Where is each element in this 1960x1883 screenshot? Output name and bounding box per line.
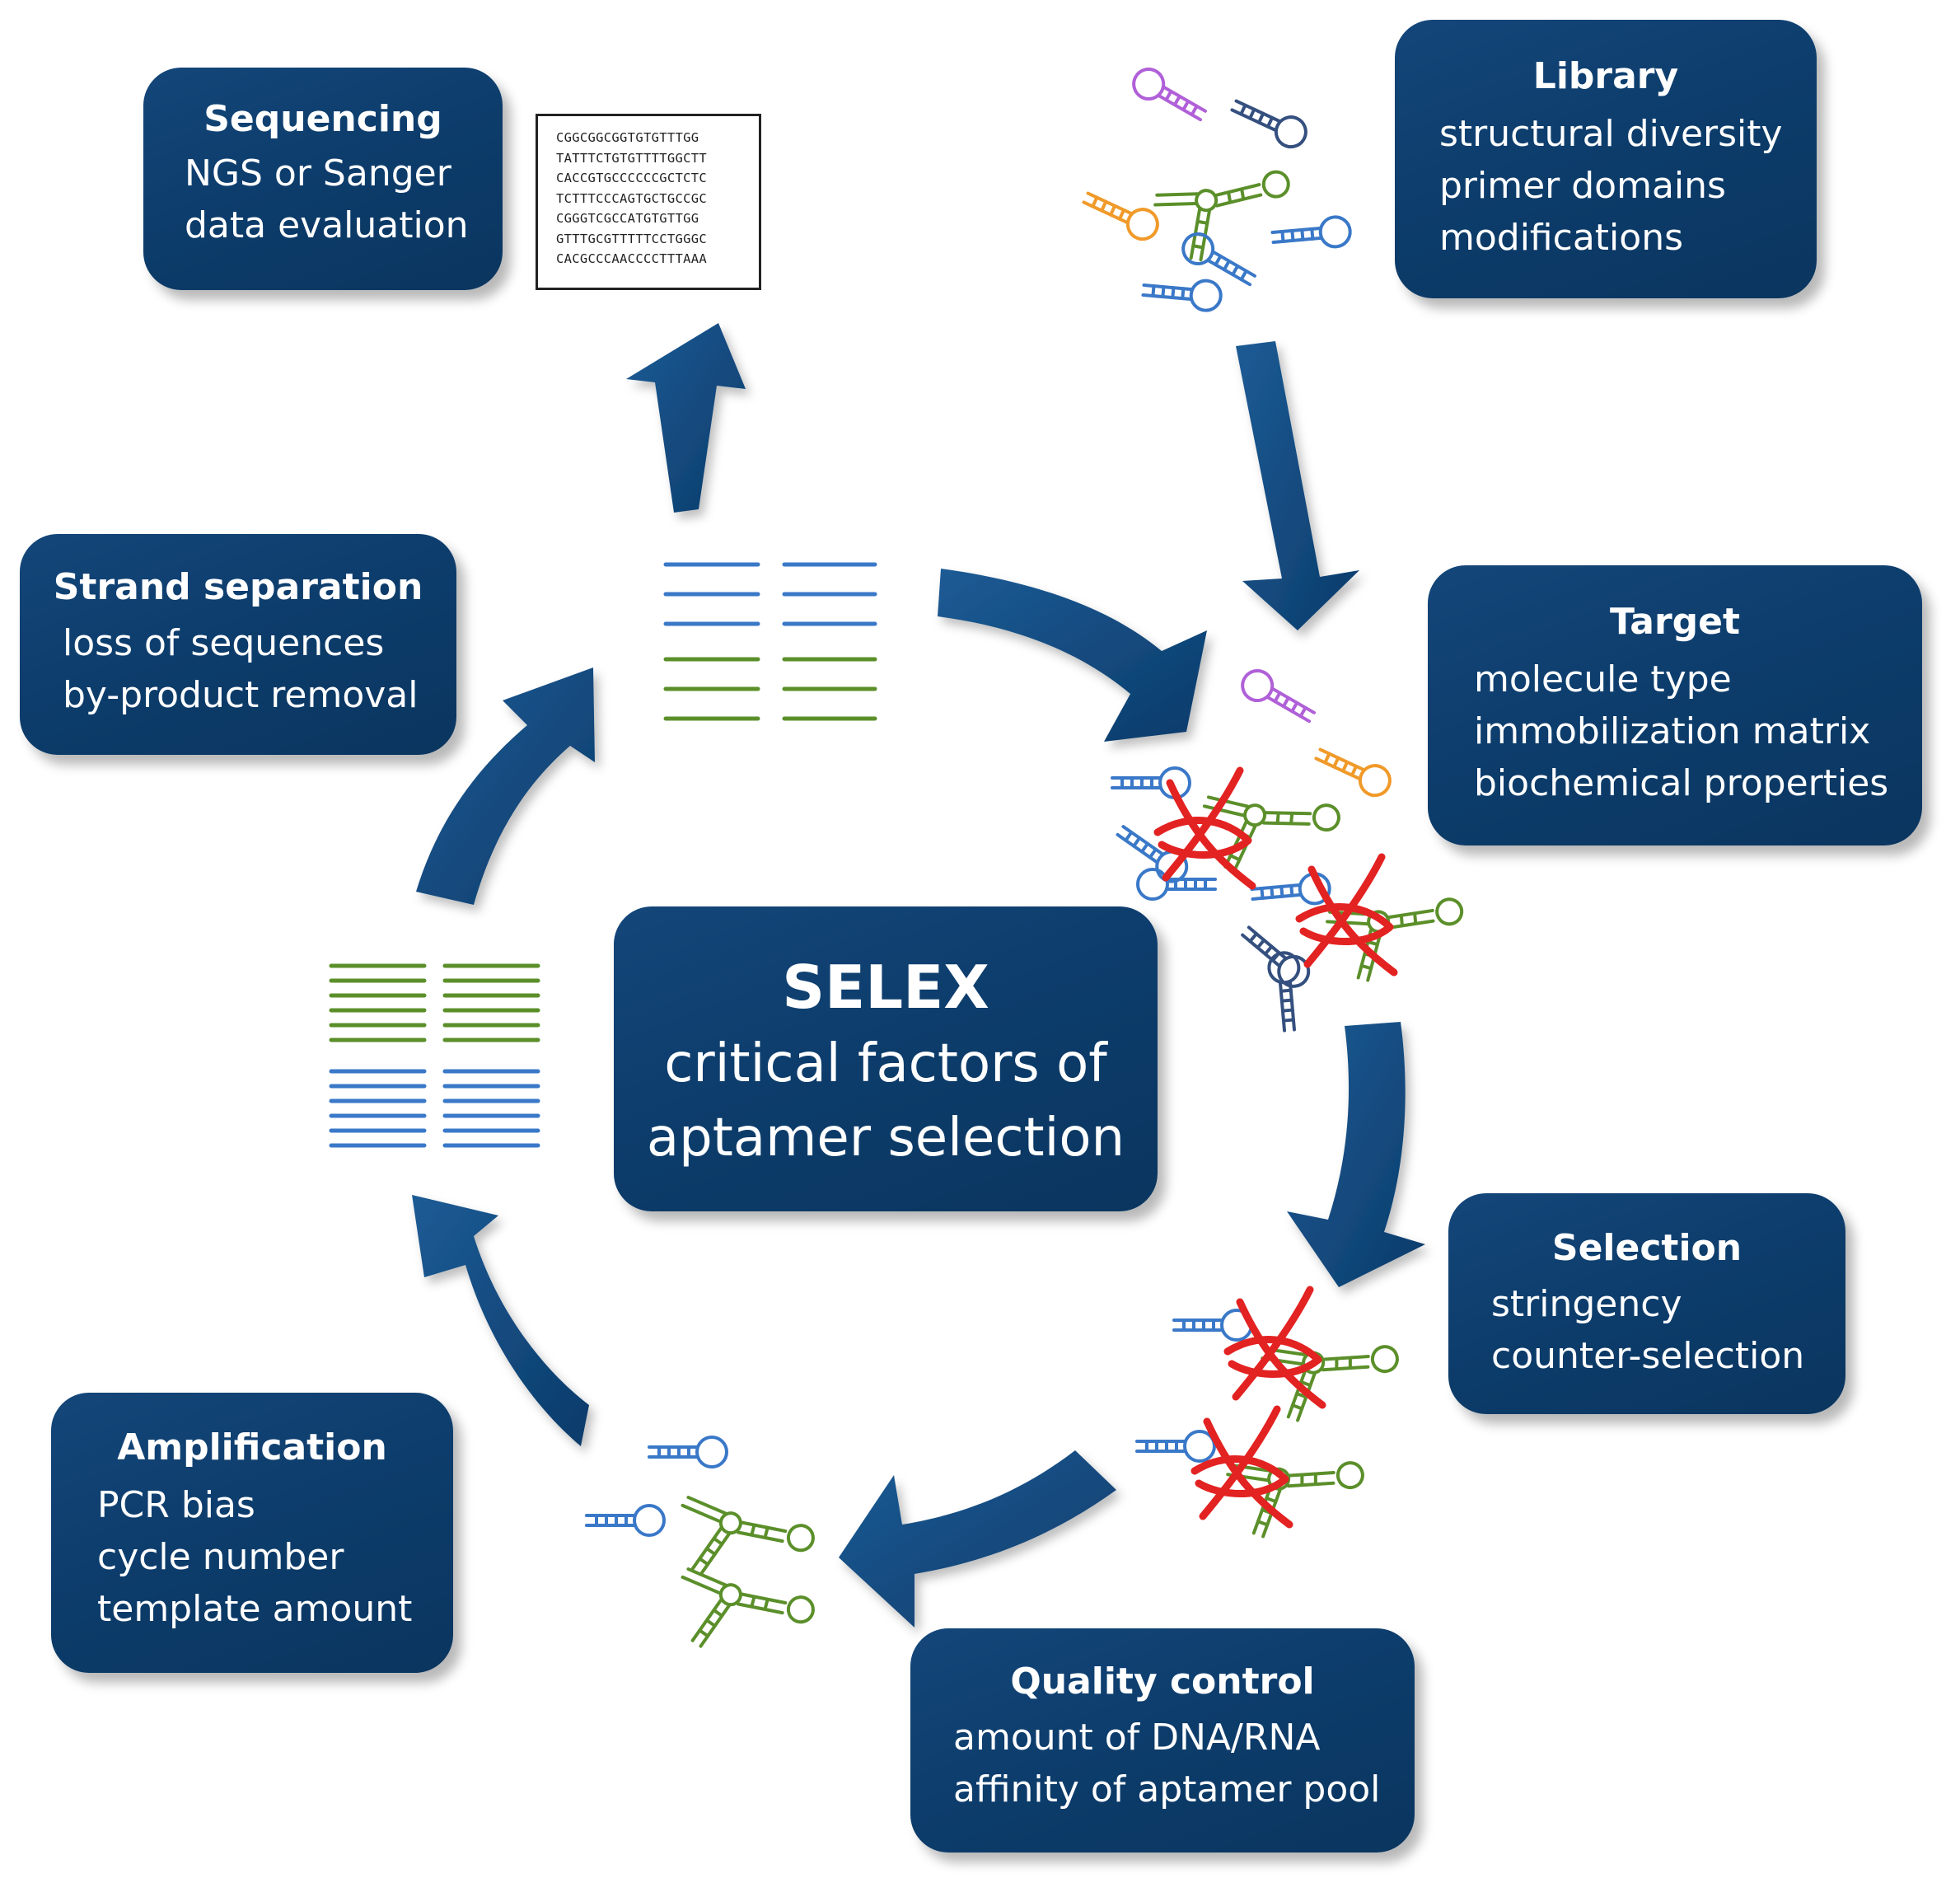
sequencing-title: Sequencing [203, 98, 442, 140]
amplified-aptamers [585, 1436, 820, 1690]
selection-aptamers [1135, 1290, 1403, 1563]
arrow-to-sequencing [626, 323, 746, 513]
library-title: Library [1532, 55, 1679, 97]
selection-box: Selection stringency counter-selection [1448, 1193, 1845, 1414]
sequence-line: CGGCGGCGGTGTGTTTGG [556, 130, 699, 145]
sequence-line: GTTTGCGTTTTTCCTGGGC [556, 231, 708, 246]
quality-control-line: amount of DNA/RNA [953, 1717, 1321, 1759]
arrow-strand-separation [416, 667, 595, 905]
amplification-title: Amplification [117, 1426, 387, 1468]
target-title: Target [1609, 601, 1741, 643]
selex-subtitle-line: aptamer selection [646, 1107, 1125, 1169]
amplification-line: cycle number [97, 1536, 344, 1579]
quality-control-title: Quality control [1010, 1661, 1315, 1703]
target-line: immobilization matrix [1474, 710, 1871, 753]
dsdna-stack-left [329, 963, 540, 1148]
amplification-line: PCR bias [97, 1484, 255, 1527]
target-box: Target molecule type immobilization matr… [1428, 565, 1922, 845]
library-aptamers [1078, 62, 1354, 314]
arrow-library-to-target [1236, 341, 1359, 630]
quality-control-line: affinity of aptamer pool [953, 1768, 1381, 1811]
dsdna-stack-top [663, 562, 877, 721]
sequence-line: TATTTCTGTGTTTTGGCTT [556, 150, 708, 166]
sequence-line: TCTTTCCCAGTGCTGCCGC [556, 190, 708, 206]
selex-center-box: SELEX critical factors of aptamer select… [614, 906, 1158, 1211]
arrow-target-to-selection [1287, 1022, 1425, 1287]
sequence-line: CACCGTGCCCCCCGCTCTC [556, 171, 708, 185]
selex-title: SELEX [782, 953, 989, 1022]
strand-separation-line: loss of sequences [63, 622, 385, 665]
amplification-line: template amount [97, 1588, 413, 1631]
sequence-line: CGGGTCGCCATGTGTTGG [556, 211, 699, 226]
selection-line: counter-selection [1491, 1335, 1805, 1378]
sequence-readout: CGGCGGCGGTGTGTTTGG TATTTCTGTGTTTTGGCTT C… [536, 114, 761, 290]
selection-title: Selection [1551, 1227, 1742, 1269]
strand-separation-box: Strand separation loss of sequences by-p… [20, 534, 456, 755]
target-line: biochemical properties [1474, 762, 1889, 805]
selection-line: stringency [1491, 1283, 1682, 1326]
selex-subtitle-line: critical factors of [664, 1033, 1107, 1094]
arrow-strands-to-target [938, 569, 1207, 742]
sequencing-box: Sequencing NGS or Sanger data evaluation [143, 68, 503, 290]
arrow-selection-to-quality [839, 1450, 1116, 1628]
library-line: structural diversity [1439, 113, 1783, 156]
sequencing-line: data evaluation [185, 204, 469, 247]
library-line: modifications [1439, 217, 1684, 260]
library-line: primer domains [1439, 165, 1726, 208]
target-line: molecule type [1474, 658, 1732, 701]
amplification-box: Amplification PCR bias cycle number temp… [51, 1393, 453, 1673]
sequence-line: CACGCCCAACCCCTTTAAA [556, 251, 708, 266]
strand-separation-line: by-product removal [63, 674, 419, 717]
library-box: Library structural diversity primer doma… [1395, 20, 1817, 298]
quality-control-box: Quality control amount of DNA/RNA affini… [910, 1628, 1415, 1853]
sequencing-line: NGS or Sanger [185, 152, 451, 195]
strand-separation-title: Strand separation [53, 566, 423, 608]
arrow-amplification [412, 1195, 589, 1446]
